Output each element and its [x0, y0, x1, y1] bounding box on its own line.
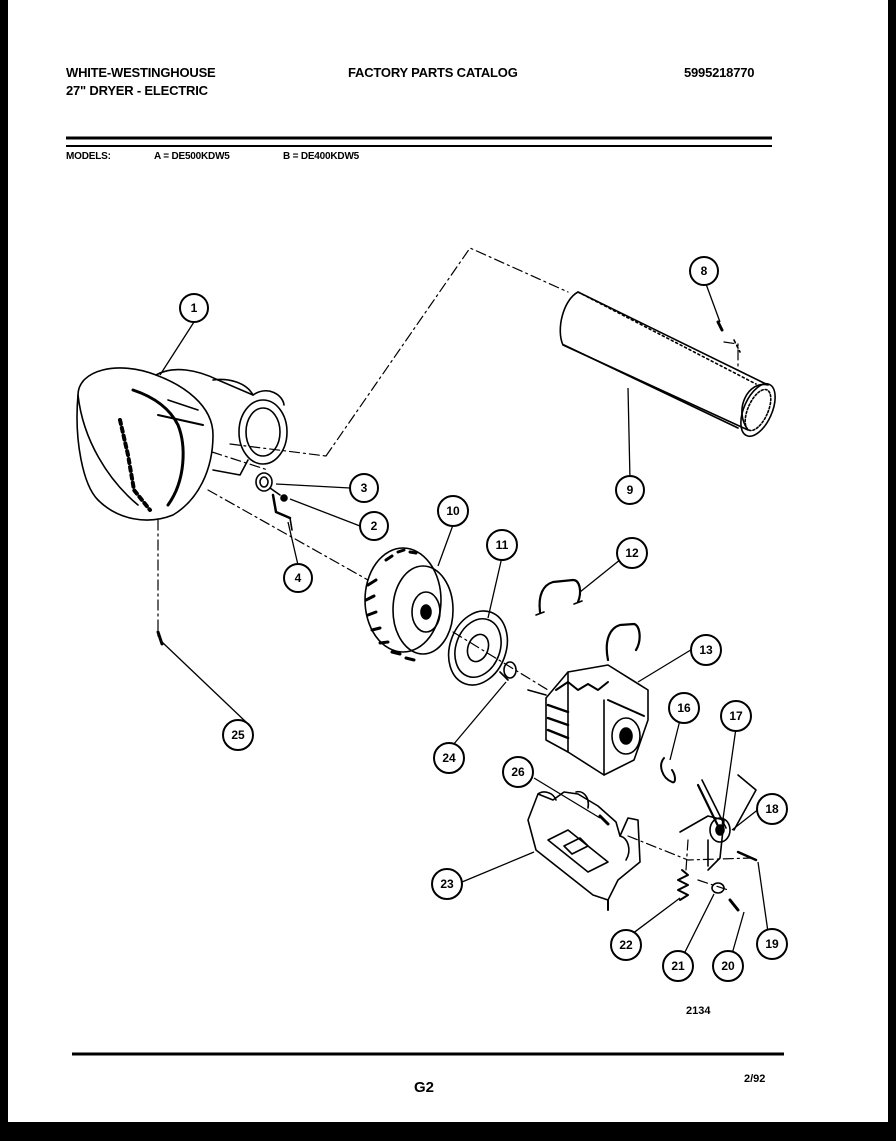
callout-1: 1: [179, 293, 209, 323]
drawing-number: 2134: [686, 1005, 711, 1017]
blower-housing-part: [76, 367, 288, 521]
callout-9: 9: [615, 475, 645, 505]
callout-label: 1: [191, 301, 198, 315]
fitting-part-2: [280, 494, 288, 502]
callout-12: 12: [616, 537, 648, 569]
callout-19: 19: [756, 928, 788, 960]
product-name: 27" DRYER - ELECTRIC: [66, 83, 208, 98]
model-a: A = DE500KDW5: [154, 151, 230, 162]
callout-label: 9: [627, 483, 634, 497]
callout-3: 3: [349, 473, 379, 503]
callout-24: 24: [433, 742, 465, 774]
page-number: G2: [414, 1079, 435, 1096]
drum-tube-part: [559, 291, 776, 438]
callout-26: 26: [502, 756, 534, 788]
callout-22: 22: [610, 929, 642, 961]
screw-part-25: [156, 630, 164, 646]
callout-label: 21: [671, 959, 685, 973]
callout-23: 23: [431, 868, 463, 900]
callout-label: 12: [625, 546, 639, 560]
callout-label: 23: [440, 877, 454, 891]
spring-clip-part-4: [271, 493, 293, 531]
model-b: B = DE400KDW5: [283, 151, 360, 162]
callout-label: 2: [371, 519, 378, 533]
callout-label: 11: [496, 538, 509, 552]
assembly-guide-lines: [157, 247, 753, 891]
callout-25: 25: [222, 719, 254, 751]
exploded-parts-diagram: [66, 136, 784, 1056]
callout-21: 21: [662, 950, 694, 982]
idler-pulley-part-18: [679, 815, 731, 871]
callout-16: 16: [668, 692, 700, 724]
bolt-part-19: [736, 850, 758, 862]
callout-label: 17: [729, 709, 743, 723]
callout-10: 10: [437, 495, 469, 527]
bearing-part-3: [255, 472, 281, 496]
catalog-sheet: WHITE-WESTINGHOUSE 27" DRYER - ELECTRIC …: [8, 0, 888, 1122]
callout-label: 13: [699, 643, 713, 657]
callout-layer: 1 3 2 4 8 9 10 11 12 13 16 17 18 19 20 2…: [179, 256, 788, 982]
callout-4: 4: [283, 563, 313, 593]
callout-label: 25: [231, 728, 245, 742]
catalog-number: 5995218770: [684, 65, 755, 80]
models-label: MODELS:: [66, 151, 111, 162]
callout-label: 22: [619, 938, 633, 952]
callout-label: 10: [446, 504, 460, 518]
callout-label: 8: [701, 264, 708, 278]
callout-2: 2: [359, 511, 389, 541]
spring-part-22: [677, 869, 689, 901]
callout-label: 18: [765, 802, 779, 816]
catalog-title: FACTORY PARTS CATALOG: [348, 65, 518, 80]
blower-wheel-part: [364, 547, 454, 662]
callout-label: 20: [721, 959, 735, 973]
motor-strap-part-12: [535, 578, 583, 616]
callout-label: 19: [765, 937, 779, 951]
callout-label: 4: [295, 571, 302, 585]
callout-11: 11: [486, 529, 518, 561]
callout-label: 3: [361, 481, 368, 495]
screw-part-26: [598, 814, 610, 826]
leader-lines: [159, 283, 769, 955]
nut-part-21: [711, 882, 725, 894]
callout-8: 8: [689, 256, 719, 286]
callout-label: 26: [511, 765, 525, 779]
callout-18: 18: [756, 793, 788, 825]
revision-date: 2/92: [744, 1073, 766, 1085]
callout-label: 16: [677, 701, 691, 715]
pin-part-20: [728, 898, 740, 912]
callout-13: 13: [690, 634, 722, 666]
switch-clip-part-16: [660, 757, 676, 784]
brand-name: WHITE-WESTINGHOUSE: [66, 65, 216, 80]
screw-part-8: [716, 320, 741, 353]
callout-17: 17: [720, 700, 752, 732]
callout-label: 24: [442, 751, 456, 765]
callout-20: 20: [712, 950, 744, 982]
pulley-disc-part: [447, 610, 509, 686]
motor-strap-part-13: [605, 622, 641, 662]
drive-motor-part: [527, 664, 649, 776]
